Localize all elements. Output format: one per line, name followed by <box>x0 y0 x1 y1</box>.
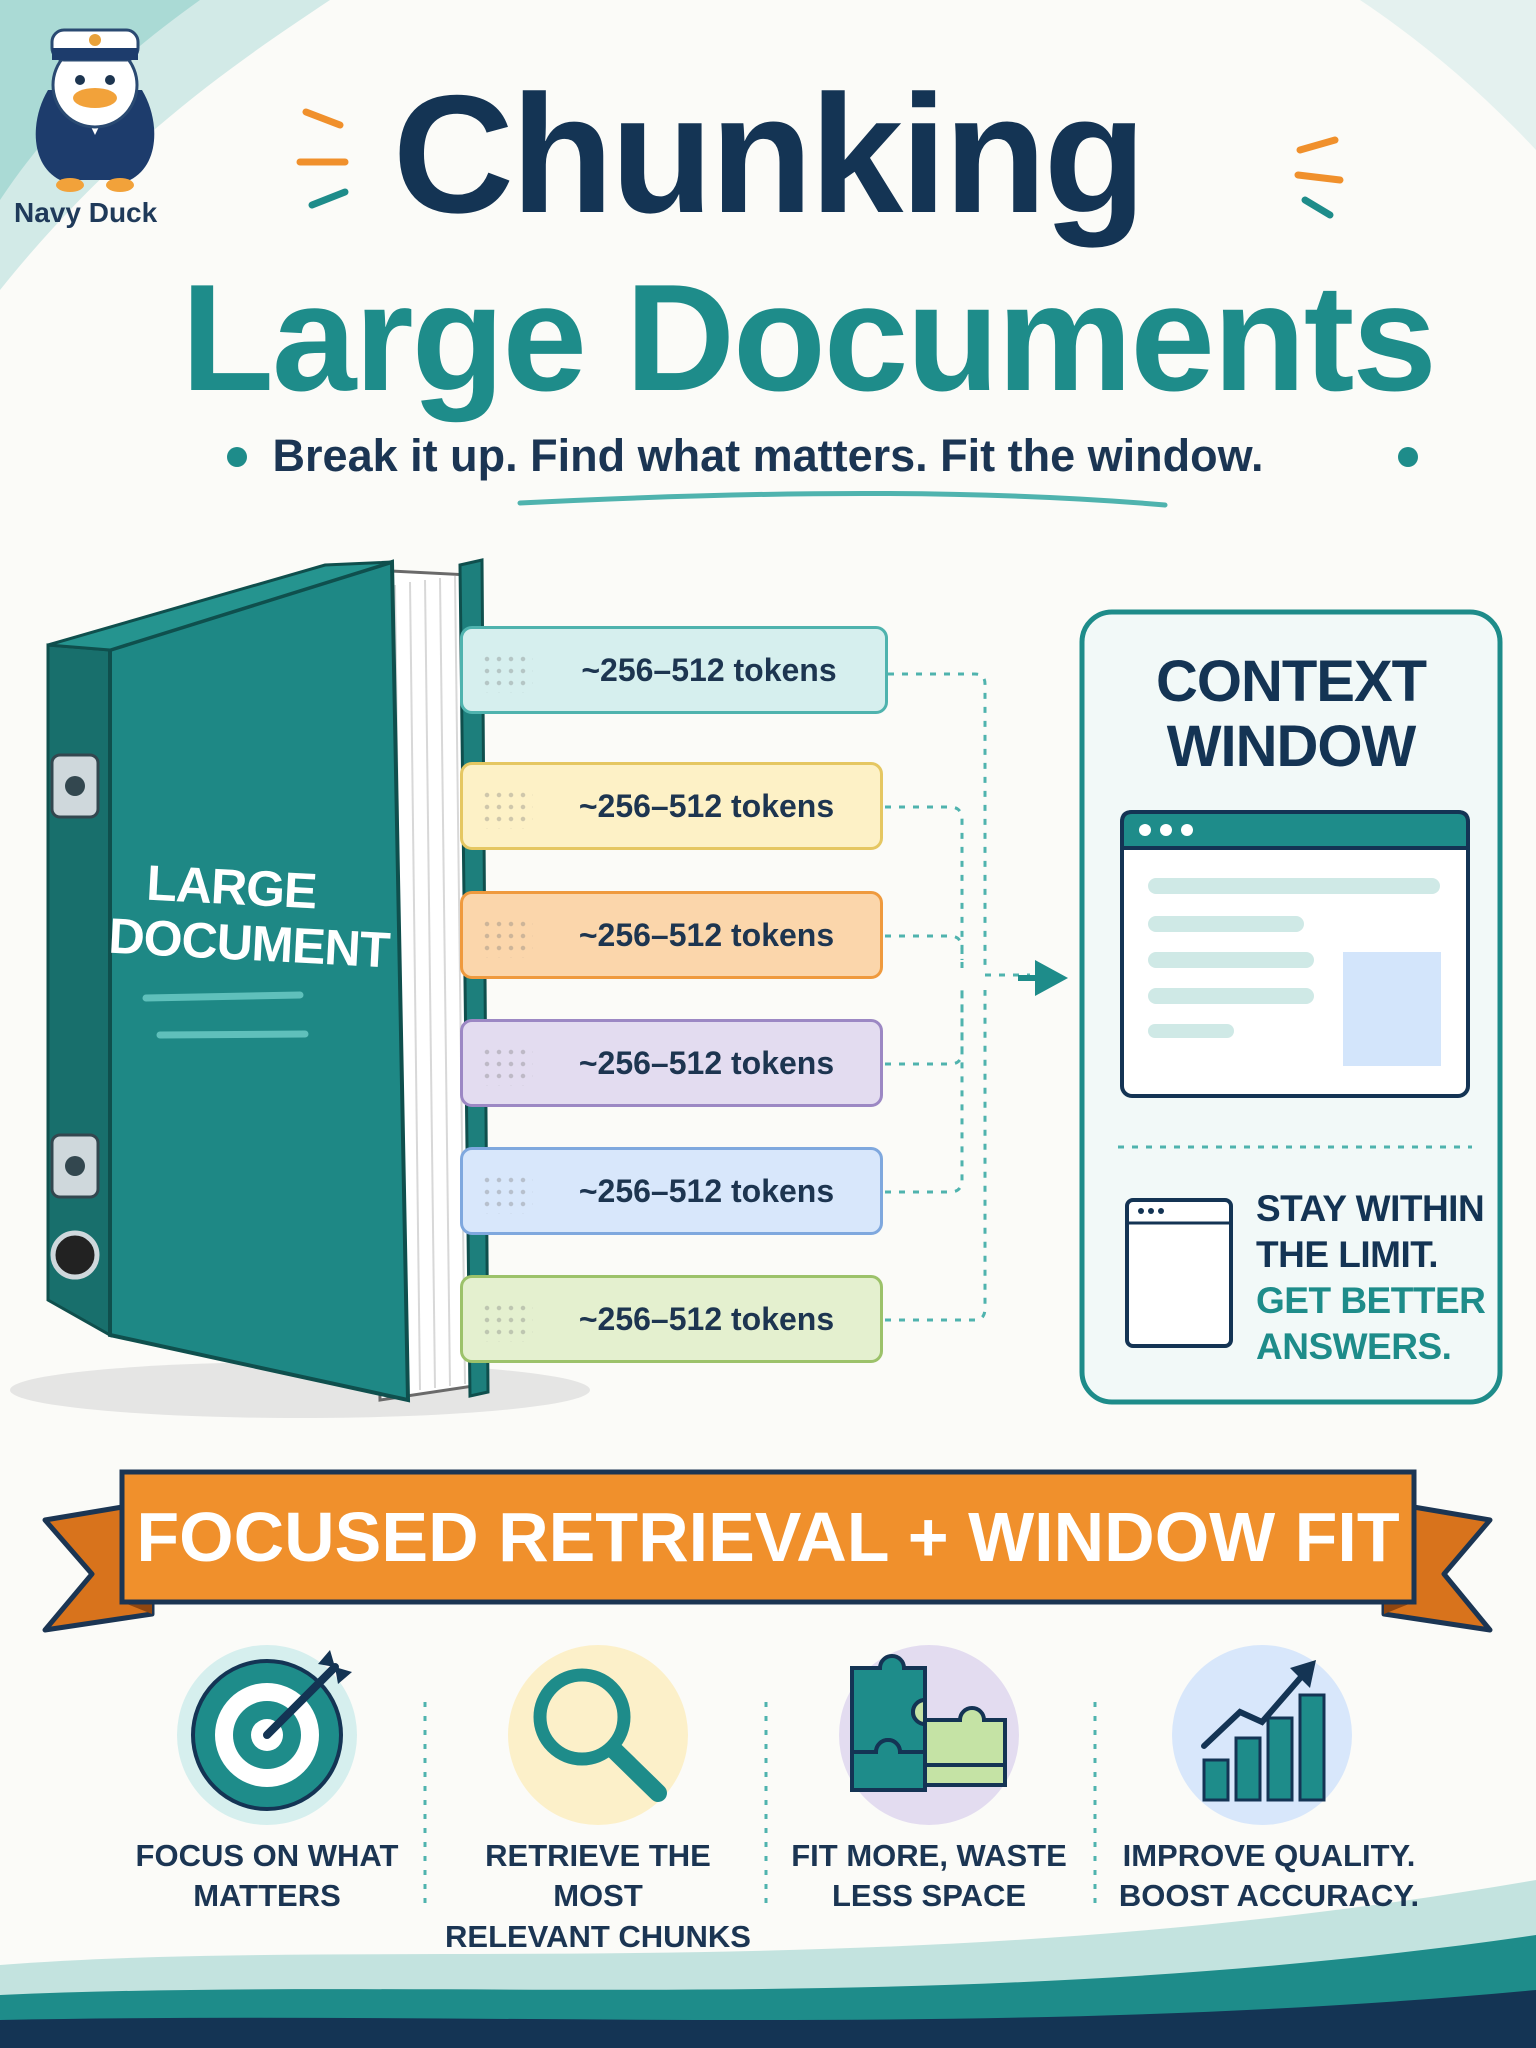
document-label: LARGE DOCUMENT <box>107 854 390 979</box>
chunk-label: ~256–512 tokens <box>578 1044 835 1081</box>
benefit-fit: FIT MORE, WASTE LESS SPACE <box>769 1836 1089 1917</box>
page-subtitle: Break it up. Find what matters. Fit the … <box>272 430 1264 481</box>
subtitle-underline <box>517 491 1168 508</box>
chunk-4: ~256–512 tokens <box>460 1019 883 1107</box>
chunk-label: ~256–512 tokens <box>578 1172 835 1209</box>
chunk-dots <box>481 653 533 693</box>
benefit-line-1: IMPROVE QUALITY. <box>1122 1838 1416 1873</box>
note-line-2: THE LIMIT. <box>1256 1233 1439 1275</box>
chunk-dots <box>481 789 533 829</box>
benefit-focus: FOCUS ON WHAT MATTERS <box>107 1836 427 1917</box>
chunk-label: ~256–512 tokens <box>578 916 835 953</box>
banner-ribbon <box>42 1469 1493 1633</box>
context-window-title-line-1: CONTEXT <box>1155 649 1427 714</box>
target-icon <box>177 1645 357 1825</box>
title-sparkles-left <box>296 108 349 209</box>
subtitle-bullet-left <box>227 447 247 467</box>
benefit-line-2: LESS SPACE <box>831 1878 1027 1914</box>
benefit-line-1: RETRIEVE THE MOST <box>485 1838 711 1914</box>
browser-window-icon <box>1120 810 1470 1098</box>
page-title-line-2: Large Documents <box>181 253 1437 423</box>
small-window-icon <box>1125 1198 1233 1348</box>
note-line-1: STAY WITHIN <box>1256 1188 1485 1229</box>
chunk-label: ~256–512 tokens <box>581 651 837 688</box>
arrow-to-context-icon <box>1035 960 1068 996</box>
chunk-dots <box>481 918 533 958</box>
benefit-separators <box>423 1702 1097 1908</box>
note-line-3: GET BETTER <box>1256 1279 1486 1321</box>
benefit-quality: IMPROVE QUALITY. BOOST ACCURACY. <box>1109 1836 1429 1917</box>
context-window-title-line-2: WINDOW <box>1166 713 1417 779</box>
bottom-wave-navy <box>0 1990 1536 2048</box>
chunk-6: ~256–512 tokens <box>460 1275 883 1363</box>
title-sparkles-right <box>1294 136 1344 219</box>
note-line-4: ANSWERS. <box>1256 1325 1452 1367</box>
corner-swoosh-top-right <box>1360 0 1536 150</box>
benefit-retrieve: RETRIEVE THE MOST RELEVANT CHUNKS <box>438 1836 758 1957</box>
page-title-line-1: Chunking <box>392 60 1147 248</box>
benefit-line-2: RELEVANT CHUNKS <box>445 1918 751 1954</box>
chunk-label: ~256–512 tokens <box>578 787 835 824</box>
benefit-line-1: FIT MORE, WASTE <box>791 1838 1067 1873</box>
chunk-3: ~256–512 tokens <box>460 891 883 979</box>
subtitle-bullet-right <box>1398 447 1418 467</box>
chunk-1: ~256–512 tokens <box>460 626 888 714</box>
banner-text: FOCUSED RETRIEVAL + WINDOW FIT <box>136 1498 1400 1576</box>
navy-duck-mascot-icon <box>35 28 155 192</box>
chunk-dots <box>481 1046 533 1086</box>
chunk-dots <box>481 1302 533 1342</box>
chunk-dots <box>481 1174 533 1214</box>
benefit-line-1: FOCUS ON WHAT <box>135 1838 399 1873</box>
chunk-5: ~256–512 tokens <box>460 1147 883 1235</box>
context-window-title: CONTEXT WINDOW <box>1082 649 1500 780</box>
magnifier-icon <box>508 1645 688 1825</box>
puzzle-icon <box>839 1645 1019 1825</box>
chunk-label: ~256–512 tokens <box>578 1300 835 1337</box>
benefit-line-2: MATTERS <box>193 1878 341 1914</box>
growth-chart-icon <box>1172 1645 1352 1825</box>
context-window-note: STAY WITHIN THE LIMIT. GET BETTER ANSWER… <box>1256 1186 1486 1370</box>
chunk-connectors <box>885 672 1030 1322</box>
brand-name: Navy Duck <box>14 197 158 228</box>
benefit-line-2: BOOST ACCURACY. <box>1118 1878 1420 1914</box>
chunk-2: ~256–512 tokens <box>460 762 883 850</box>
